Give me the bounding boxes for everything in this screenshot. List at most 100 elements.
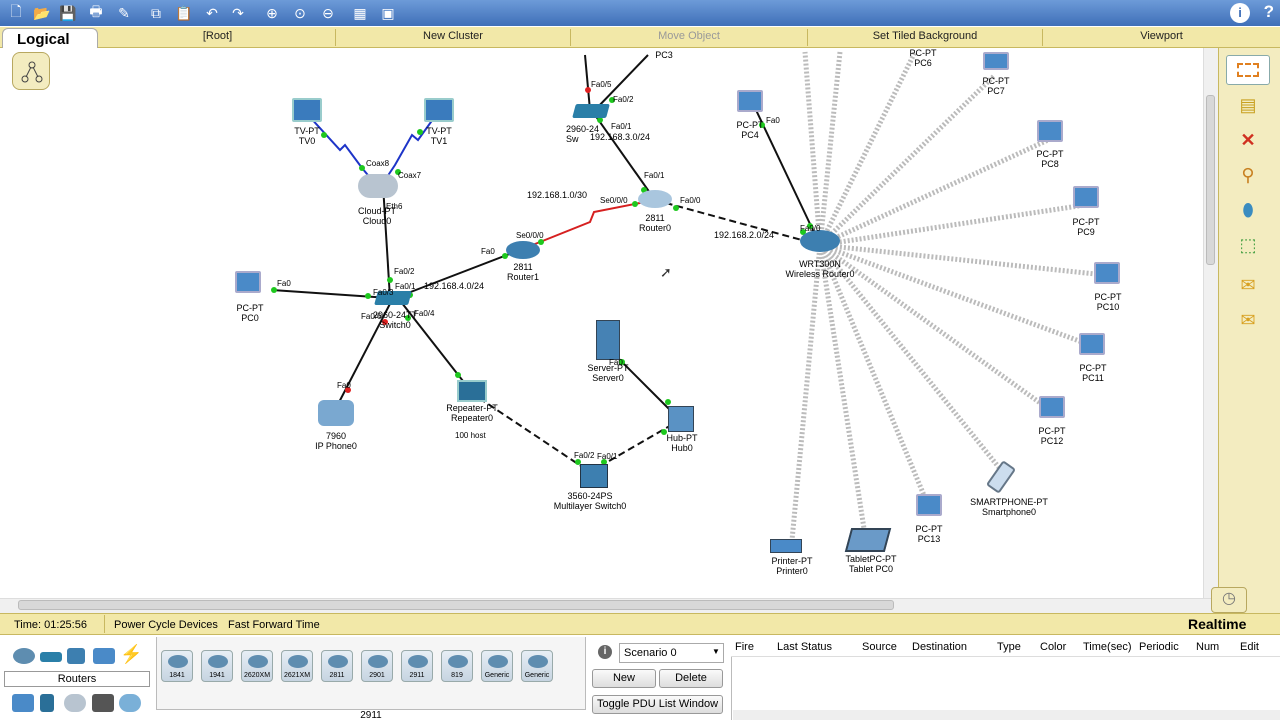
pdu-column-header[interactable]: Source — [862, 641, 897, 653]
pdu-column-header[interactable]: Fire — [735, 641, 754, 653]
new-cluster-button[interactable]: New Cluster — [423, 30, 483, 42]
mls-icon[interactable] — [580, 464, 608, 488]
tv1-icon[interactable] — [424, 98, 454, 122]
wireless-category-icon[interactable] — [93, 648, 115, 664]
router-model-0[interactable]: 1841 — [161, 650, 193, 682]
realtime-clock-icon[interactable]: ◷ — [1211, 587, 1247, 613]
server-icon[interactable] — [596, 320, 620, 360]
pdu-horizontal-scrollbar[interactable] — [733, 710, 1280, 720]
new-scenario-button[interactable]: New — [592, 669, 656, 688]
repeater-icon[interactable] — [457, 380, 487, 402]
router1-icon[interactable] — [506, 241, 540, 259]
tiled-background-button[interactable]: Set Tiled Background — [872, 30, 978, 42]
printer-icon[interactable] — [770, 539, 802, 553]
logical-tab[interactable]: Logical — [2, 28, 98, 50]
save-icon[interactable]: 💾 — [59, 4, 77, 21]
pdu-column-header[interactable]: Periodic — [1139, 641, 1179, 653]
pc9-icon[interactable] — [1073, 186, 1099, 208]
pc7-icon[interactable] — [983, 52, 1009, 70]
pc13-icon[interactable] — [916, 494, 942, 516]
note-tool-icon[interactable]: ▤ — [1239, 94, 1257, 115]
delete-scenario-button[interactable]: Delete — [659, 669, 723, 688]
custom-category-icon[interactable] — [92, 694, 114, 712]
toggle-pdu-list-button[interactable]: Toggle PDU List Window — [592, 695, 723, 714]
inspect-tool-icon[interactable]: ⚲ — [1241, 164, 1255, 185]
security-category-icon[interactable] — [40, 694, 54, 712]
print-icon[interactable]: 🖶 — [89, 3, 103, 19]
pdu-column-header[interactable]: Time(sec) — [1083, 641, 1132, 653]
router-model-7[interactable]: 819 — [441, 650, 473, 682]
hubs-category-icon[interactable] — [67, 648, 85, 664]
palette-icon[interactable]: ▦ — [353, 4, 367, 21]
scenario-info-icon[interactable]: i — [598, 645, 612, 659]
pdu-column-header[interactable]: Num — [1196, 641, 1220, 653]
router-model-5[interactable]: 2901 — [361, 650, 393, 682]
move-object-button[interactable]: Move Object — [658, 30, 720, 42]
divider — [104, 615, 105, 633]
pc10-icon[interactable] — [1094, 262, 1120, 284]
chevron-down-icon[interactable]: ▼ — [712, 647, 720, 656]
router-model-1[interactable]: 1941 — [201, 650, 233, 682]
custom-device-icon[interactable]: ▣ — [381, 4, 395, 21]
router-model-8[interactable]: Generic — [481, 650, 513, 682]
hub-icon[interactable] — [668, 406, 694, 432]
power-cycle-button[interactable]: Power Cycle Devices — [114, 619, 218, 631]
new-file-icon[interactable]: 🗋 — [10, 3, 22, 19]
end-devices-category-icon[interactable] — [12, 694, 34, 712]
pc12-icon[interactable] — [1039, 396, 1065, 418]
wan-emulation-category-icon[interactable] — [64, 694, 86, 712]
router-model-6[interactable]: 2911 — [401, 650, 433, 682]
multiuser-category-icon[interactable] — [119, 694, 141, 712]
wrt-icon[interactable] — [800, 230, 840, 252]
vertical-scroll-thumb[interactable] — [1206, 95, 1215, 265]
zoom-in-icon[interactable]: ⊕ — [266, 4, 278, 21]
select-tool-icon[interactable] — [1226, 55, 1270, 85]
draw-shape-tool-icon[interactable]: ⬮ — [1242, 199, 1254, 220]
wrt-port-label: Fa0/0 — [800, 224, 821, 233]
horizontal-scroll-thumb[interactable] — [18, 600, 894, 610]
navigation-icon[interactable] — [12, 52, 50, 90]
pc4-icon[interactable] — [737, 90, 763, 112]
undo-icon[interactable]: ↶ — [206, 4, 218, 21]
copy-icon[interactable]: ⧉ — [151, 4, 161, 21]
cloud-icon[interactable] — [358, 174, 398, 198]
delete-tool-icon[interactable]: ✕ — [1240, 129, 1256, 150]
scenario-select[interactable]: Scenario 0 — [619, 643, 724, 663]
fast-forward-button[interactable]: Fast Forward Time — [228, 619, 320, 631]
simple-pdu-icon[interactable]: ✉ — [1240, 274, 1256, 295]
pc8-icon[interactable] — [1037, 120, 1063, 142]
switches-category-icon[interactable] — [40, 652, 62, 662]
tablet-icon[interactable] — [844, 528, 892, 552]
paste-icon[interactable]: 📋 — [175, 4, 193, 21]
routers-category-icon[interactable] — [13, 648, 35, 664]
router-model-3[interactable]: 2621XM — [281, 650, 313, 682]
pdu-column-header[interactable]: Type — [997, 641, 1021, 653]
switch-top-icon[interactable] — [572, 104, 610, 118]
help-icon[interactable]: ? — [1263, 2, 1274, 21]
tv0-icon[interactable] — [292, 98, 322, 122]
pdu-column-header[interactable]: Destination — [912, 641, 968, 653]
realtime-mode-label[interactable]: Realtime — [1188, 616, 1247, 632]
info-icon[interactable]: i — [1230, 3, 1250, 23]
pdu-column-header[interactable]: Edit — [1240, 641, 1259, 653]
root-button[interactable]: [Root] — [202, 30, 233, 42]
pc0-icon[interactable] — [235, 271, 261, 293]
router-model-2[interactable]: 2620XM — [241, 650, 273, 682]
pc11-icon[interactable] — [1079, 333, 1105, 355]
zoom-reset-icon[interactable]: ⊙ — [294, 4, 306, 21]
activity-wizard-icon[interactable]: ✎ — [118, 4, 130, 21]
complex-pdu-icon[interactable]: ✉ — [1240, 309, 1256, 330]
redo-icon[interactable]: ↷ — [232, 4, 244, 21]
router-model-9[interactable]: Generic — [521, 650, 553, 682]
open-folder-icon[interactable]: 📂 — [33, 4, 51, 21]
connections-category-icon[interactable]: ⚡ — [120, 644, 143, 664]
viewport-button[interactable]: Viewport — [1140, 30, 1183, 42]
pdu-column-header[interactable]: Last Status — [777, 641, 833, 653]
zoom-out-icon[interactable]: ⊖ — [322, 4, 334, 21]
ipphone-icon[interactable] — [318, 400, 354, 426]
resize-tool-icon[interactable]: ⬚ — [1239, 234, 1257, 255]
router0-icon[interactable] — [638, 190, 672, 208]
pdu-column-header[interactable]: Color — [1040, 641, 1067, 653]
router-model-4[interactable]: 2811 — [321, 650, 353, 682]
